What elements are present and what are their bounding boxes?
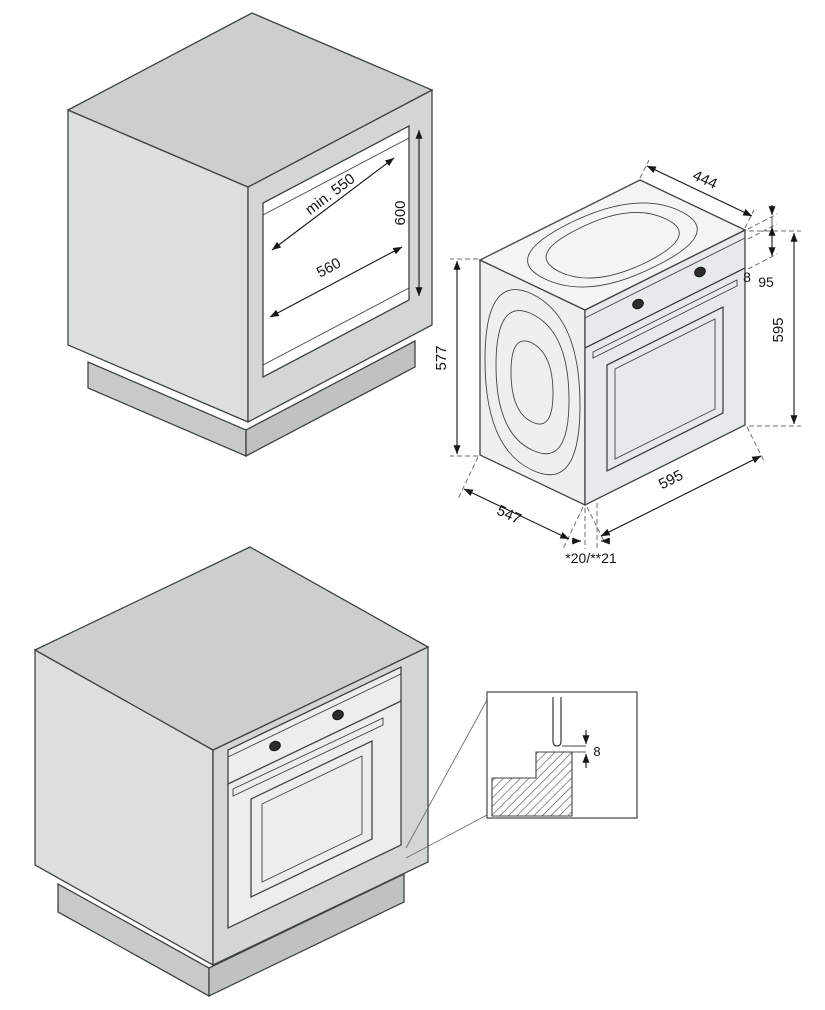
oven-top-recess-inner xyxy=(545,211,680,279)
dim-line-oven-width xyxy=(600,455,762,537)
door-window xyxy=(250,739,373,899)
cabinet-top-face xyxy=(66,12,434,188)
detail-leader-line-top xyxy=(405,699,488,849)
door-cross-section xyxy=(552,697,562,747)
oven-side-panel-emboss xyxy=(510,340,554,425)
extension-line xyxy=(639,159,650,179)
extension-line xyxy=(562,506,584,550)
detail-leader-line-bottom xyxy=(405,814,488,859)
oven-knob-left xyxy=(269,740,281,752)
oven-knob-right xyxy=(332,709,344,721)
fig-oven-installed xyxy=(33,546,488,998)
dim-label-oven-height-front: 595 xyxy=(770,317,787,342)
plinth-right-face xyxy=(245,339,416,458)
extension-line xyxy=(747,213,778,230)
control-panel-bottom-line xyxy=(584,267,746,349)
dim-label-bottom-gap: 8 xyxy=(593,744,600,759)
oven-knob-left xyxy=(632,298,644,310)
door-window-inner xyxy=(614,318,716,460)
control-panel-top-line xyxy=(227,673,402,758)
control-panel-top-line xyxy=(584,237,746,319)
dim-label-panel-height: 95 xyxy=(758,274,774,290)
extension-line xyxy=(747,253,778,270)
extension-line xyxy=(744,209,755,229)
extension-line xyxy=(586,506,606,544)
plinth-right-face xyxy=(208,872,405,998)
fig-gap-detail: 8 xyxy=(486,691,638,819)
dim-label-oven-depth: 547 xyxy=(494,502,524,528)
dim-label-top-gap: 8 xyxy=(743,269,751,285)
dim-line-cutout-depth xyxy=(271,157,395,251)
oven-top-recess-outer xyxy=(527,202,698,288)
door-window-inner xyxy=(261,755,363,883)
door-window xyxy=(606,305,724,473)
dim-label-oven-width: 595 xyxy=(656,467,686,494)
control-panel-bottom-line xyxy=(227,700,402,785)
dim-line-cutout-width xyxy=(269,246,403,318)
oven-side-panel-inner xyxy=(495,310,570,455)
dim-line-oven-top-depth xyxy=(646,165,753,217)
oven-side-panel-outline xyxy=(484,289,581,476)
extension-line xyxy=(746,426,766,464)
extension-line xyxy=(457,456,479,500)
fig-cabinet-cutout: min. 550 600 560 xyxy=(66,12,434,458)
fig-oven-dimensions: 444 8 95 595 577 547 595 * xyxy=(433,159,801,566)
installed-oven-front xyxy=(227,665,402,930)
dim-label-oven-height-side: 577 xyxy=(433,345,450,370)
door-handle xyxy=(232,717,384,797)
door-handle xyxy=(592,279,738,359)
extension-line xyxy=(747,223,778,240)
oven-knob-right xyxy=(694,266,706,278)
dim-label-door-note: *20/**21 xyxy=(565,550,617,566)
cabinet-top-face xyxy=(33,546,430,751)
dim-label-cutout-height: 600 xyxy=(392,200,409,225)
dim-line-oven-depth xyxy=(463,488,570,540)
